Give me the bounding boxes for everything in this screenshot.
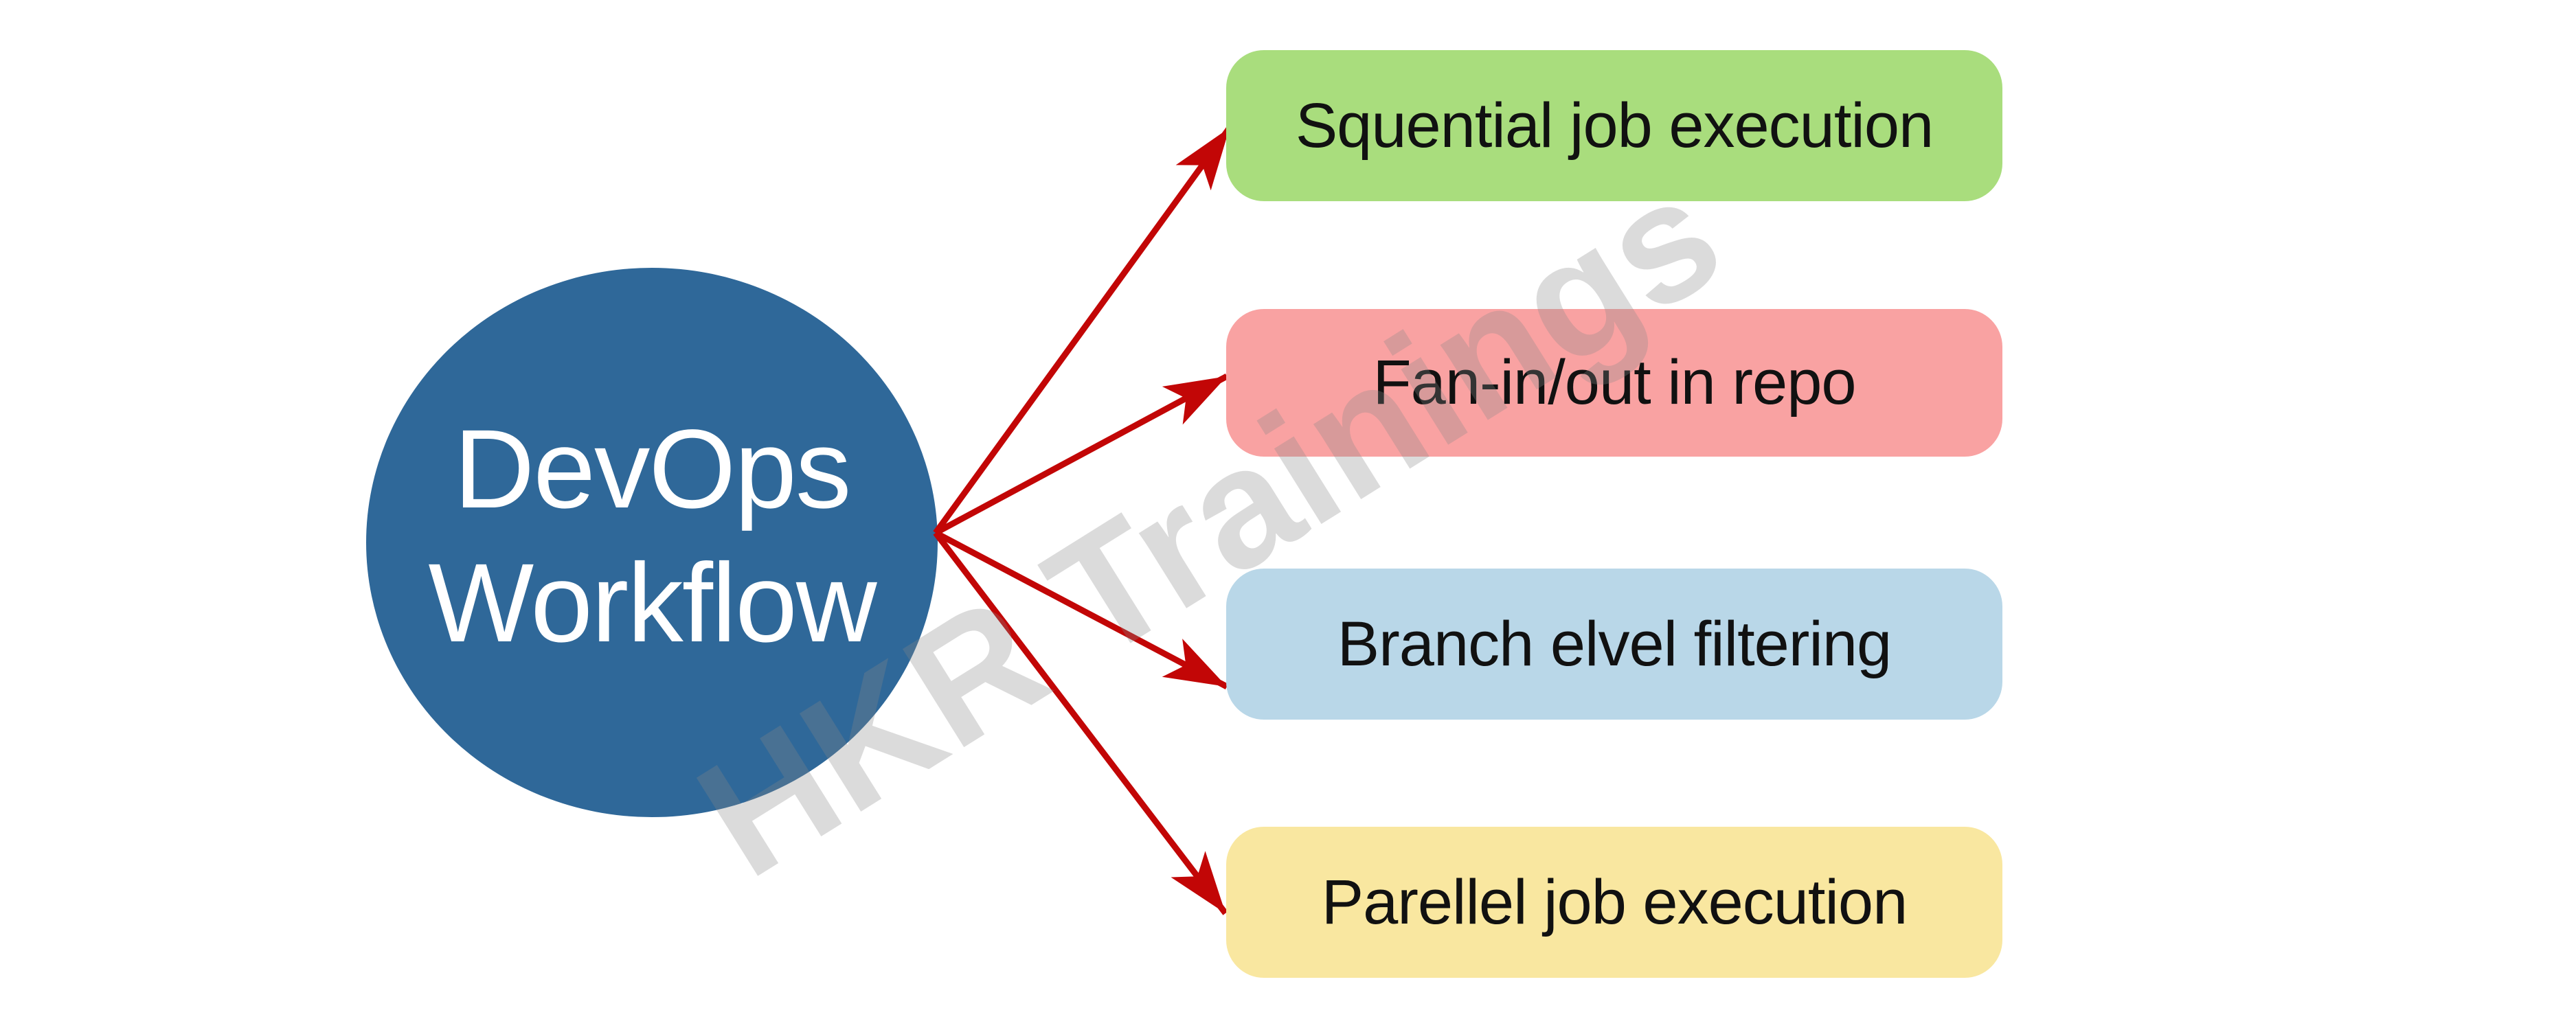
- arrow-to-branch-level-filtering: [934, 530, 1229, 689]
- center-node-devops-workflow: DevOps Workflow: [366, 268, 938, 817]
- node-label: Parellel job execution: [1321, 867, 1908, 937]
- node-label: Branch elvel filtering: [1337, 608, 1892, 679]
- center-node-label-line2: Workflow: [428, 540, 877, 665]
- node-branch-level-filtering: Branch elvel filtering: [1226, 569, 2002, 720]
- node-parallel-job-execution: Parellel job execution: [1226, 827, 2002, 978]
- arrow-to-parallel-job-execution: [933, 531, 1228, 915]
- center-node-label-line1: DevOps: [453, 405, 852, 531]
- node-label: Fan-in/out in repo: [1372, 347, 1856, 417]
- arrow-to-sequential-job-execution: [933, 126, 1232, 535]
- arrow-to-fan-in-out-in-repo: [934, 374, 1229, 536]
- node-fan-in-out-in-repo: Fan-in/out in repo: [1226, 309, 2002, 457]
- node-label: Squential job execution: [1295, 90, 1934, 161]
- node-sequential-job-execution: Squential job execution: [1226, 50, 2002, 201]
